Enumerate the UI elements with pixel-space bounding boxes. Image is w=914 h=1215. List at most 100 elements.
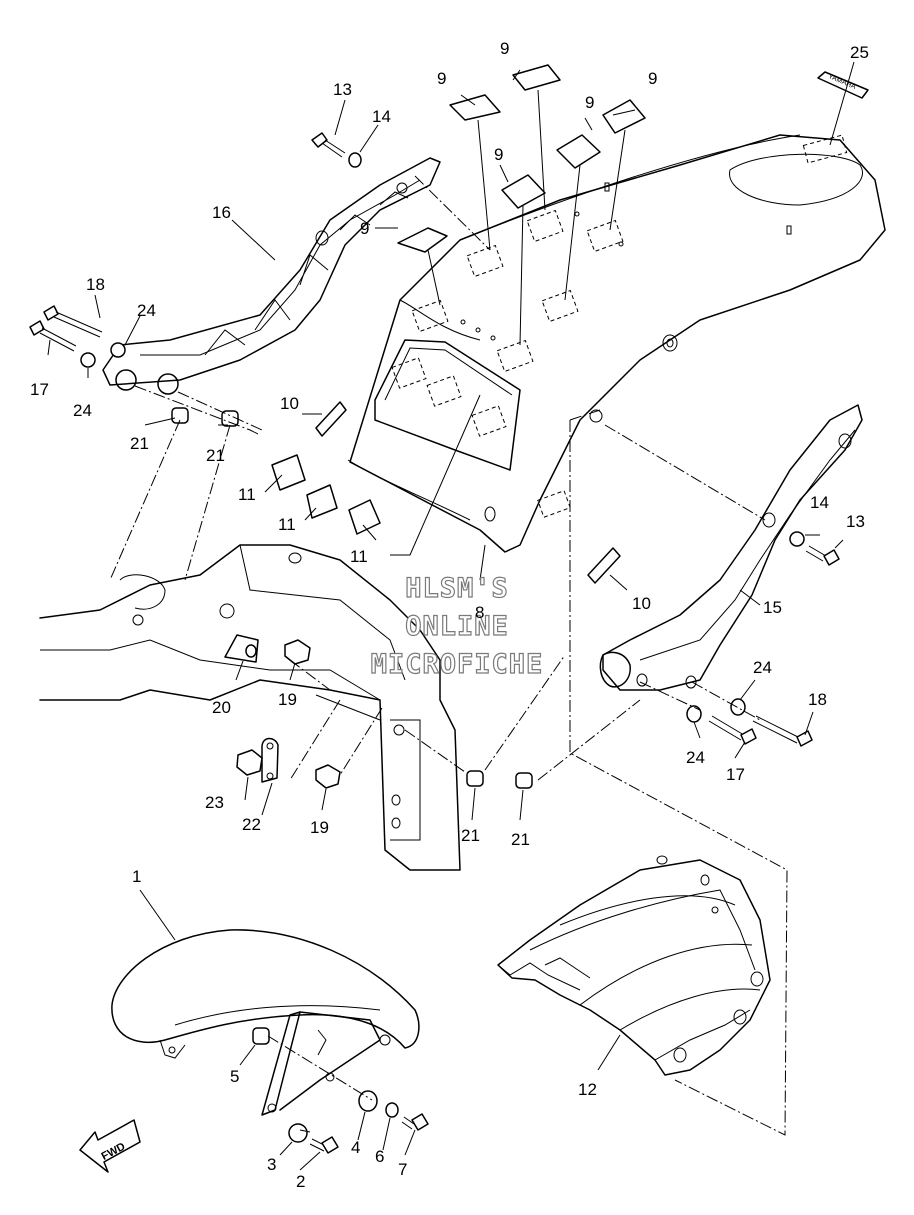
washer-6: [385, 1102, 399, 1118]
callout-11: 11: [238, 485, 256, 504]
decal-25: YAMAHA: [817, 71, 869, 99]
callout-20: 20: [212, 698, 231, 717]
callout-24: 24: [753, 658, 772, 677]
nut-19: [315, 764, 341, 789]
pad-11: [271, 454, 306, 491]
callout-4: 4: [351, 1138, 360, 1157]
callout-3: 3: [267, 1155, 276, 1174]
decal-9: [501, 174, 546, 209]
callout-24: 24: [686, 748, 705, 767]
callout-9: 9: [500, 39, 509, 58]
washer-24: [730, 698, 746, 716]
rear-fender: [347, 134, 886, 553]
rear-mudguard: [497, 855, 771, 1076]
fwd-arrow: FWD: [79, 1119, 141, 1173]
collar-21: [466, 770, 484, 787]
leader-lines: [47, 61, 855, 1171]
callout-9: 9: [648, 69, 657, 88]
pad-11: [306, 484, 338, 519]
callout-24: 24: [137, 301, 156, 320]
collar-21: [171, 407, 189, 424]
bolt-7: [411, 1113, 429, 1131]
callout-18: 18: [808, 690, 827, 709]
callout-21: 21: [206, 446, 225, 465]
bolt-18: [43, 305, 59, 321]
callout-10: 10: [632, 594, 651, 613]
callout-7: 7: [398, 1160, 407, 1179]
grab-bar-left: [102, 157, 441, 395]
callout-12: 12: [578, 1080, 597, 1099]
callout-8: 8: [475, 603, 484, 622]
callout-labels: 1 2 3 4 5 6 7 8 9 9 9 9 9 9 10 10 11 11 …: [30, 39, 869, 1191]
decal-9: [397, 227, 448, 253]
bolt-17: [740, 728, 757, 745]
callout-13: 13: [333, 80, 352, 99]
watermark-line-2: ONLINE: [405, 611, 509, 642]
bolt-13: [311, 132, 328, 148]
fwd-label: FWD: [100, 1141, 128, 1163]
collar-5: [252, 1027, 270, 1045]
callout-9: 9: [494, 145, 503, 164]
callout-1: 1: [132, 867, 141, 886]
callout-6: 6: [375, 1147, 384, 1166]
callout-19: 19: [278, 690, 297, 709]
callout-21: 21: [130, 434, 149, 453]
washer-24: [686, 705, 702, 723]
callout-24: 24: [73, 401, 92, 420]
decal-9: [449, 94, 501, 121]
decal-9: [602, 99, 646, 134]
bracket-22: [261, 737, 279, 783]
callout-11: 11: [350, 547, 368, 566]
callout-14: 14: [810, 493, 829, 512]
callout-21: 21: [511, 830, 530, 849]
callout-16: 16: [212, 203, 231, 222]
watermark-line-3: MICROFICHE: [371, 649, 544, 680]
callout-25: 25: [850, 43, 869, 62]
callout-14: 14: [372, 107, 391, 126]
nut-19: [284, 639, 311, 665]
watermark-line-1: HLSM'S: [405, 573, 509, 604]
grab-bar-right: [599, 404, 863, 691]
decal-9: [556, 134, 601, 169]
clip-10: [315, 401, 347, 437]
callout-23: 23: [205, 793, 224, 812]
front-fender: [111, 929, 429, 1154]
grommet-4: [358, 1090, 378, 1112]
alignment-lines: [109, 175, 788, 1136]
bolt-13: [823, 549, 840, 566]
callout-15: 15: [763, 598, 782, 617]
pad-11: [348, 499, 381, 535]
callout-22: 22: [242, 815, 261, 834]
decal-set-9: [397, 64, 646, 253]
washer-24: [110, 342, 126, 358]
collar-3: [288, 1123, 308, 1143]
callout-10: 10: [280, 394, 299, 413]
washer-14: [348, 152, 362, 168]
hardware-parts: [29, 132, 840, 789]
callout-13: 13: [846, 512, 865, 531]
callout-9: 9: [360, 219, 369, 238]
bolt-17: [29, 320, 45, 336]
bolt-18: [796, 730, 813, 747]
washer-24: [80, 352, 96, 368]
decal-9: [512, 64, 561, 91]
washer-14: [789, 531, 805, 547]
callout-11: 11: [278, 515, 296, 534]
callout-17: 17: [30, 380, 49, 399]
callout-2: 2: [296, 1172, 305, 1191]
callout-19: 19: [310, 818, 329, 837]
clip-10: [587, 547, 621, 584]
frame-section: [39, 544, 461, 871]
callout-9: 9: [585, 93, 594, 112]
callout-18: 18: [86, 275, 105, 294]
bolt-2: [321, 1136, 339, 1154]
watermark: HLSM'S ONLINE MICROFICHE: [370, 572, 544, 680]
callout-9: 9: [437, 69, 446, 88]
callout-21: 21: [461, 826, 480, 845]
callout-17: 17: [726, 765, 745, 784]
callout-5: 5: [230, 1067, 239, 1086]
collar-21: [515, 772, 533, 789]
nut-23: [236, 749, 263, 776]
